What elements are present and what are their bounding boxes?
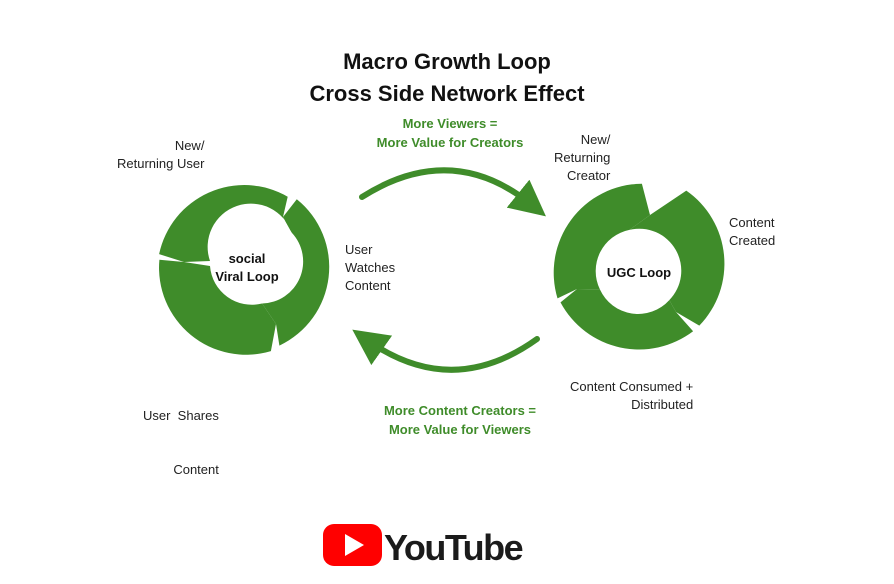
top-arrow-label-line1: More Viewers =: [402, 116, 498, 131]
viral-loop-segment-top: [159, 185, 292, 262]
viral-step-watch-line2: Watches: [345, 260, 396, 275]
top-arrow-label: More Viewers = More Value for Creators: [352, 114, 548, 152]
ugc-step-new-creator-line2: Returning: [554, 150, 611, 165]
arrow-top-to-ugc: [359, 167, 546, 217]
top-arrow-label-line2: More Value for Creators: [376, 135, 524, 150]
viral-step-new-user-line2: Returning User: [117, 156, 205, 171]
ugc-step-consumed-line2: Distributed: [631, 397, 694, 412]
ugc-loop-ring: [553, 183, 725, 350]
viral-loop-ring: [159, 185, 330, 355]
viral-step-watch-line1: User: [345, 242, 373, 257]
bottom-arrow-label-line1: More Content Creators =: [383, 403, 537, 418]
viral-step-new-user: New/ Returning User: [117, 137, 204, 173]
viral-step-share-line1: User Shares: [143, 408, 219, 423]
arrow-bottom-to-viral: [352, 329, 540, 373]
ugc-loop-segment-top: [629, 190, 725, 326]
ugc-step-consumed-line1: Content Consumed +: [570, 379, 694, 394]
ugc-step-created-line2: Created: [729, 233, 776, 248]
viral-step-share-line2: Content: [173, 462, 219, 477]
ugc-loop-segment-bottom: [560, 289, 694, 350]
bottom-arrow-label-line2: More Value for Viewers: [388, 422, 532, 437]
viral-loop-segment-bottom: [159, 259, 276, 355]
ugc-step-consumed: Content Consumed + Distributed: [570, 378, 693, 414]
viral-step-watch: User Watches Content: [345, 241, 395, 295]
viral-step-new-user-line1: New/: [174, 138, 205, 153]
viral-loop-name-line1: social: [228, 251, 266, 266]
ugc-step-created-line1: Content: [729, 215, 775, 230]
bottom-arrow-label: More Content Creators = More Value for V…: [368, 401, 552, 439]
viral-step-share: User Shares Content: [143, 371, 219, 497]
ugc-loop-name: UGC Loop: [606, 265, 672, 280]
diagram-title-line2: Cross Side Network Effect: [309, 81, 585, 106]
diagram-title-line1: Macro Growth Loop: [343, 49, 551, 74]
youtube-wordmark: YouTube: [384, 527, 524, 568]
youtube-play-icon: [323, 524, 382, 566]
ugc-loop-segment-left: [553, 183, 650, 299]
ugc-step-new-creator-line1: New/: [580, 132, 611, 147]
ugc-step-new-creator-line3: Creator: [567, 168, 611, 183]
viral-loop-segment-right: [262, 199, 330, 346]
viral-loop-name: social Viral Loop: [205, 250, 289, 286]
viral-loop-name-line2: Viral Loop: [215, 269, 279, 284]
ugc-step-created: Content Created: [729, 214, 775, 250]
ugc-step-new-creator: New/ Returning Creator: [554, 131, 610, 185]
viral-step-watch-line3: Content: [345, 278, 391, 293]
